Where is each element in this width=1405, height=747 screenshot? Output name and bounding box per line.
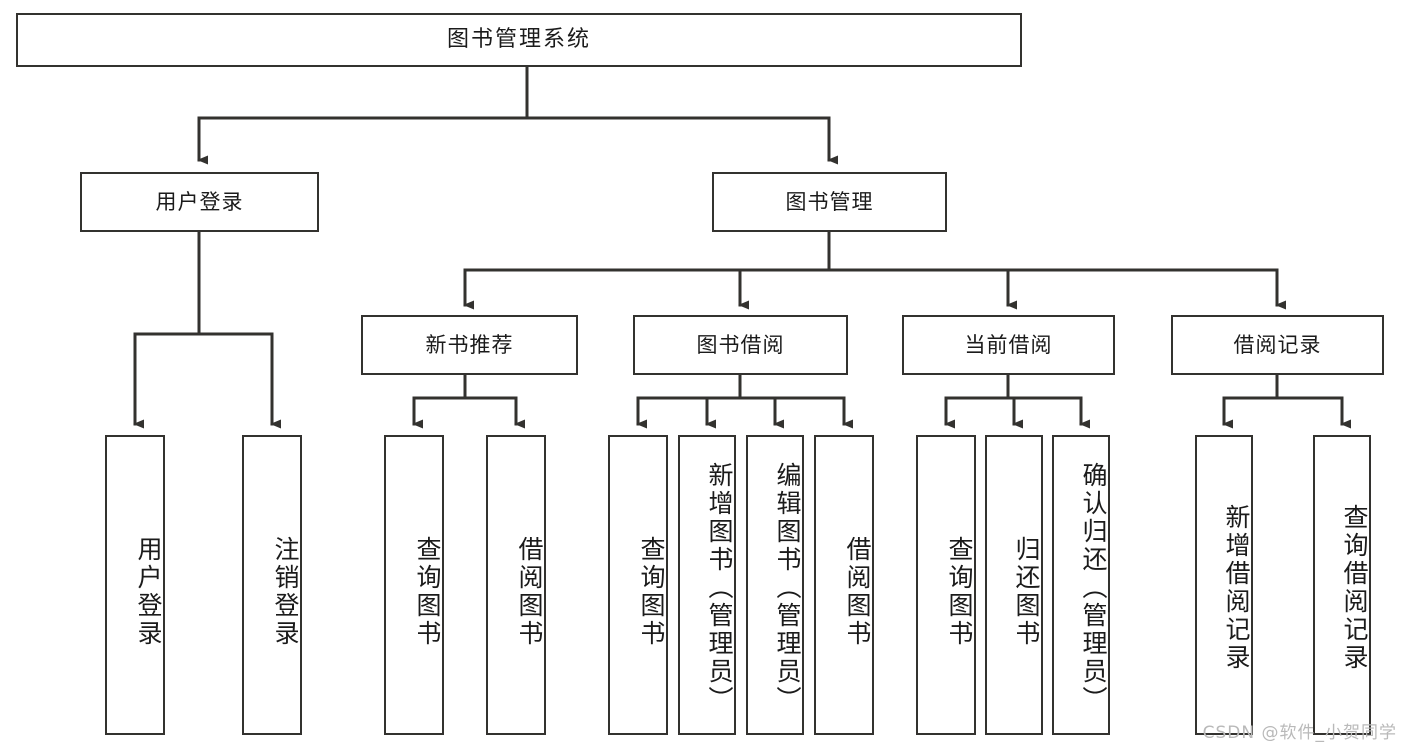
node-leaf-confirm-return-admin[interactable]: 确认归还（管理员） (1052, 435, 1110, 735)
node-leaf-add-book-admin[interactable]: 新增图书（管理员） (678, 435, 736, 735)
node-leaf-borrow-book[interactable]: 借阅图书 (814, 435, 874, 735)
node-leaf-borrow-book-recommend[interactable]: 借阅图书 (486, 435, 546, 735)
node-book-management[interactable]: 图书管理 (712, 172, 947, 232)
node-leaf-query-book-current[interactable]: 查询图书 (916, 435, 976, 735)
node-root-book-management-system[interactable]: 图书管理系统 (16, 13, 1022, 67)
node-leaf-add-borrow-record[interactable]: 新增借阅记录 (1195, 435, 1253, 735)
node-leaf-user-login[interactable]: 用户登录 (105, 435, 165, 735)
node-user-login[interactable]: 用户登录 (80, 172, 319, 232)
node-leaf-query-book-recommend[interactable]: 查询图书 (384, 435, 444, 735)
node-new-book-recommend[interactable]: 新书推荐 (361, 315, 578, 375)
csdn-watermark: CSDN @软件_小贺同学 (1202, 723, 1397, 743)
node-book-borrow[interactable]: 图书借阅 (633, 315, 848, 375)
node-leaf-return-book[interactable]: 归还图书 (985, 435, 1043, 735)
node-borrow-record[interactable]: 借阅记录 (1171, 315, 1384, 375)
node-leaf-edit-book-admin[interactable]: 编辑图书（管理员） (746, 435, 804, 735)
node-leaf-query-book-borrow[interactable]: 查询图书 (608, 435, 668, 735)
node-leaf-logout[interactable]: 注销登录 (242, 435, 302, 735)
node-current-borrow[interactable]: 当前借阅 (902, 315, 1115, 375)
node-leaf-query-borrow-record[interactable]: 查询借阅记录 (1313, 435, 1371, 735)
